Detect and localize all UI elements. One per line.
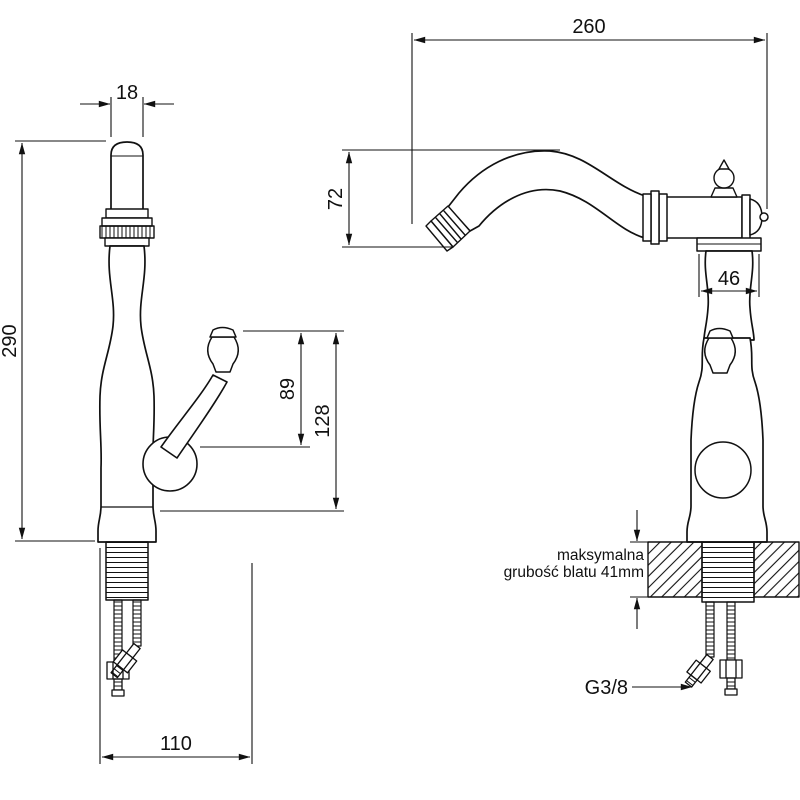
side-aerator [425,205,471,252]
front-spout-riser [110,141,144,210]
side-mounting-nut [719,659,743,696]
dimension-290 [15,140,106,542]
faucet-side-view [425,150,800,696]
front-collar [99,208,155,247]
front-shank-thread [105,541,149,601]
dim-89-label: 89 [277,378,299,400]
dimension-counter-thickness [630,510,650,629]
dim-18-label: 18 [116,82,138,104]
side-body-boss [694,441,752,499]
side-mounting-studs [705,601,736,661]
side-finial [710,159,738,198]
dimension-128 [160,332,344,512]
dim-290-label: 290 [0,324,21,357]
counter-note-line1: maksymalna [557,547,644,564]
dimension-110 [99,548,253,764]
side-handle-knob [704,327,736,374]
dim-110-label: 110 [160,733,192,755]
thread-size-label: G3/8 [585,677,628,699]
dimension-18 [80,97,174,137]
dimension-260 [411,33,768,224]
dimension-72 [342,149,560,248]
front-handle-knob [207,326,239,373]
dimension-89 [200,330,344,448]
side-top-assembly [642,190,769,245]
front-body [97,245,157,543]
dimension-46 [698,254,760,297]
faucet-front-view [97,141,239,697]
countertop-section-left [647,541,703,598]
side-neck [703,250,755,341]
dim-260-label: 260 [572,16,605,38]
dim-128-label: 128 [312,404,334,437]
dim-72-label: 72 [325,188,347,210]
dim-46-label: 46 [718,268,740,290]
dimension-lines [15,33,768,764]
front-handle-lever [160,374,228,459]
dimension-labels: 18 290 89 128 110 260 72 46 maksymalna g… [0,16,740,755]
side-shank-thread [701,541,755,603]
side-spout [447,150,646,239]
counter-note-line2: grubość blatu 41mm [504,564,644,581]
front-hose-fitting [110,642,141,679]
countertop-section-right [753,541,800,598]
